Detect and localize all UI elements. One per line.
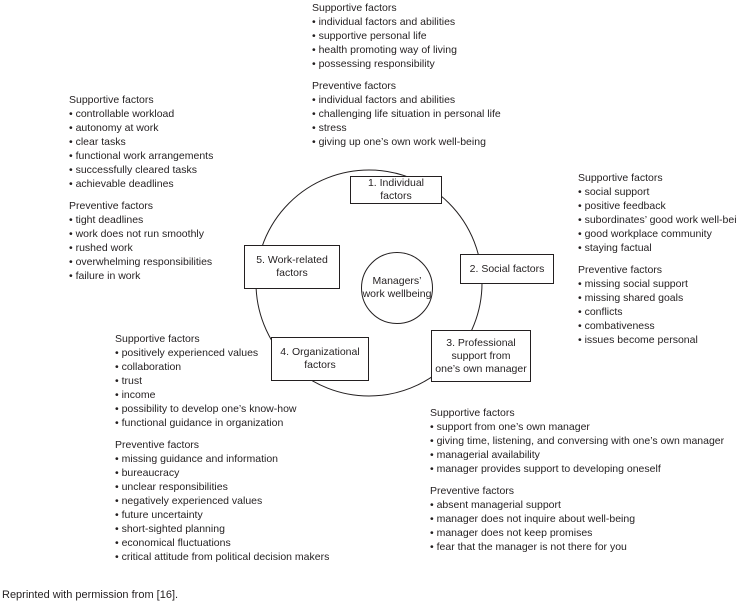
list-item: possessing responsibility [312,57,501,71]
factors-work-related: Supportive factors controllable workload… [69,93,213,283]
list-item: issues become personal [578,333,736,347]
supportive-heading: Supportive factors [69,94,154,106]
list-item: absent managerial support [430,498,724,512]
node-professional-support: 3. Professional support from one’s own m… [431,330,531,382]
preventive-heading: Preventive factors [69,200,154,212]
list-item: possibility to develop one’s know-how [115,402,329,416]
list-item: support from one’s own manager [430,420,724,434]
list-item: good workplace community [578,227,736,241]
list-item: missing social support [578,277,736,291]
preventive-list: individual factors and abilities challen… [312,93,501,149]
preventive-list: absent managerial support manager does n… [430,498,724,554]
list-item: rushed work [69,241,213,255]
factors-organizational: Supportive factors positively experience… [115,332,329,564]
list-item: individual factors and abilities [312,15,501,29]
list-item: staying factual [578,241,736,255]
list-item: negatively experienced values [115,494,329,508]
list-item: combativeness [578,319,736,333]
list-item: autonomy at work [69,121,213,135]
preventive-list: missing social support missing shared go… [578,277,736,347]
preventive-heading: Preventive factors [578,264,663,276]
supportive-list: social support positive feedback subordi… [578,185,736,255]
factors-individual: Supportive factors individual factors an… [312,1,501,149]
list-item: overwhelming responsibilities [69,255,213,269]
list-item: giving up one’s own work well-being [312,135,501,149]
list-item: health promoting way of living [312,43,501,57]
list-item: social support [578,185,736,199]
list-item: work does not run smoothly [69,227,213,241]
list-item: conflicts [578,305,736,319]
preventive-heading: Preventive factors [115,439,200,451]
preventive-list: missing guidance and information bureauc… [115,452,330,564]
list-item: unclear responsibilities [115,480,329,494]
list-item: bureaucracy [115,466,329,480]
list-item: giving time, listening, and conversing w… [430,434,725,448]
supportive-list: controllable workload autonomy at work c… [69,107,214,191]
figure-caption: Reprinted with permission from [16]. [2,589,179,601]
preventive-list: tight deadlines work does not run smooth… [69,213,213,283]
list-item: positively experienced values [115,346,329,360]
supportive-heading: Supportive factors [578,172,663,184]
list-item: managerial availability [430,448,724,462]
list-item: challenging life situation in personal l… [312,107,501,121]
list-item: missing shared goals [578,291,736,305]
list-item: positive feedback [578,199,736,213]
preventive-heading: Preventive factors [430,485,515,497]
supportive-list: positively experienced values collaborat… [115,346,329,430]
list-item: functional work arrangements [69,149,214,163]
list-item: successfully cleared tasks [69,163,213,177]
list-item: collaboration [115,360,329,374]
supportive-heading: Supportive factors [312,2,397,14]
list-item: future uncertainty [115,508,329,522]
preventive-heading: Preventive factors [312,80,397,92]
list-item: economical fluctuations [115,536,329,550]
list-item: manager does not inquire about well-bein… [430,512,724,526]
list-item: clear tasks [69,135,213,149]
list-item: supportive personal life [312,29,501,43]
list-item: failure in work [69,269,213,283]
list-item: critical attitude from political decisio… [115,550,330,564]
supportive-heading: Supportive factors [430,407,515,419]
node-work-related-factors: 5. Work-related factors [244,245,340,289]
list-item: achievable deadlines [69,177,213,191]
list-item: trust [115,374,329,388]
supportive-list: individual factors and abilities support… [312,15,501,71]
list-item: fear that the manager is not there for y… [430,540,724,554]
supportive-heading: Supportive factors [115,333,200,345]
list-item: tight deadlines [69,213,213,227]
list-item: short-sighted planning [115,522,329,536]
list-item: subordinates’ good work well-being [578,213,736,227]
node-social-factors: 2. Social factors [460,254,554,284]
list-item: stress [312,121,501,135]
list-item: missing guidance and information [115,452,329,466]
node-individual-factors: 1. Individual factors [350,176,442,204]
list-item: manager does not keep promises [430,526,724,540]
center-managers-work-wellbeing: Managers’ work wellbeing [361,252,433,324]
supportive-list: support from one’s own manager giving ti… [430,420,725,476]
list-item: controllable workload [69,107,213,121]
list-item: individual factors and abilities [312,93,501,107]
factors-professional-support: Supportive factors support from one’s ow… [430,406,724,554]
list-item: income [115,388,329,402]
list-item: functional guidance in organization [115,416,329,430]
list-item: manager provides support to developing o… [430,462,724,476]
factors-social: Supportive factors social support positi… [578,171,736,347]
